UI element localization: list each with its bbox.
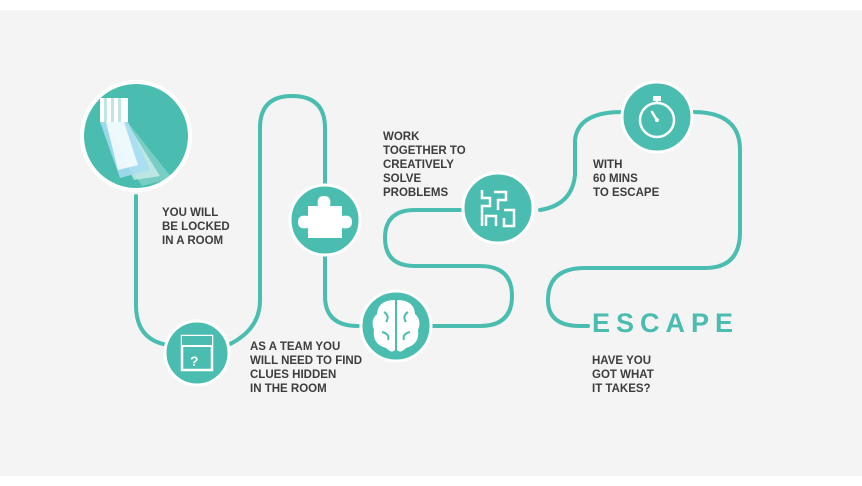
step1-line: YOU WILL bbox=[162, 207, 219, 219]
escape-tagline: HAVE YOU GOT WHAT IT TAKES? bbox=[592, 354, 654, 396]
step6-text: WITH 60 MINS TO ESCAPE bbox=[593, 158, 659, 200]
top-band bbox=[0, 0, 862, 10]
step2-line: AS A TEAM YOU bbox=[250, 341, 341, 353]
question-box-icon: ? bbox=[180, 334, 214, 372]
brain-icon bbox=[372, 300, 420, 352]
tagline-line: GOT WHAT bbox=[592, 369, 654, 381]
step1-line: BE LOCKED bbox=[162, 221, 230, 233]
puzzle-blocks-icon bbox=[480, 190, 516, 228]
step6-line: WITH bbox=[593, 159, 623, 171]
escape-title: ESCAPE bbox=[592, 308, 740, 338]
tagline-line: HAVE YOU bbox=[592, 355, 652, 367]
step2-line: IN THE ROOM bbox=[250, 383, 327, 395]
step1-text: YOU WILL BE LOCKED IN A ROOM bbox=[162, 206, 230, 248]
door-light-icon bbox=[100, 98, 172, 186]
step6-line: 60 MINS bbox=[593, 173, 638, 185]
step4-ring bbox=[359, 289, 433, 363]
step2-line: CLUES HIDDEN bbox=[250, 369, 337, 381]
step2-text: AS A TEAM YOU WILL NEED TO FIND CLUES HI… bbox=[250, 340, 362, 396]
stopwatch-icon bbox=[638, 96, 676, 139]
puzzle-piece-icon bbox=[298, 196, 352, 238]
winding-path bbox=[134, 94, 742, 347]
step5-text: WORK TOGETHER TO CREATIVELY SOLVE PROBLE… bbox=[383, 130, 466, 200]
step5-line: SOLVE bbox=[383, 173, 422, 185]
svg-text:?: ? bbox=[190, 353, 199, 369]
step6-ring bbox=[620, 80, 694, 154]
bottom-band bbox=[0, 476, 862, 486]
step5-line: TOGETHER TO bbox=[383, 145, 466, 157]
step1-line: IN A ROOM bbox=[162, 235, 224, 247]
step2-line: WILL NEED TO FIND bbox=[250, 355, 363, 367]
tagline-line: IT TAKES? bbox=[592, 383, 651, 395]
step5-line: WORK bbox=[383, 131, 420, 143]
step5-line: PROBLEMS bbox=[383, 187, 449, 199]
step6-line: TO ESCAPE bbox=[593, 187, 660, 199]
step5-line: CREATIVELY bbox=[383, 159, 454, 171]
